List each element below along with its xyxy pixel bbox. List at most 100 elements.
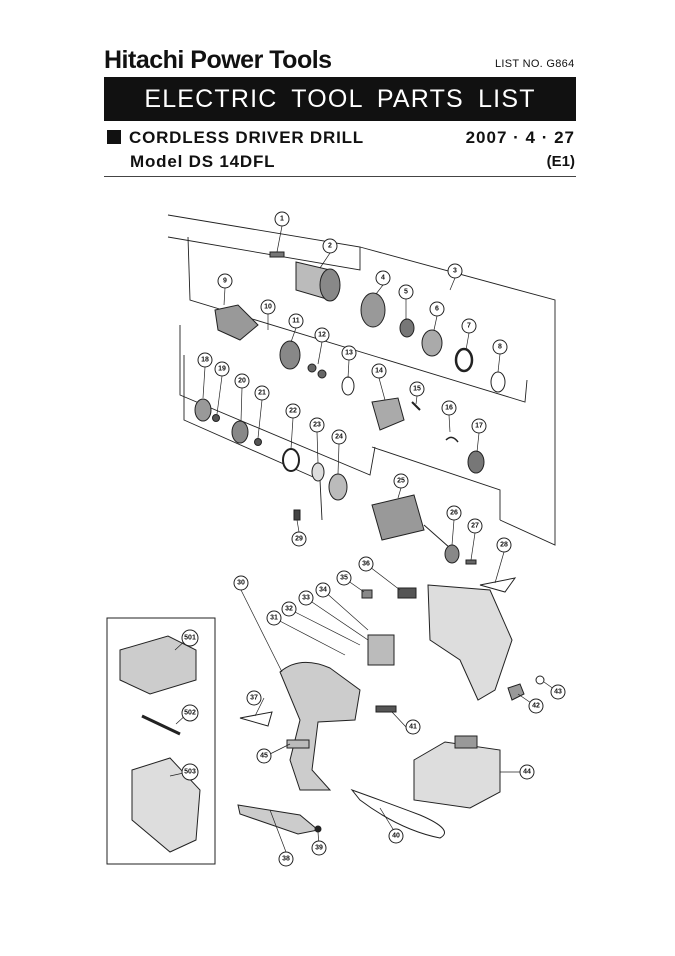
part-planet-19 [212, 414, 220, 422]
callout-15: 15 [409, 381, 425, 397]
svg-text:25: 25 [397, 478, 405, 485]
svg-text:38: 38 [282, 856, 290, 863]
svg-text:8: 8 [498, 344, 502, 351]
issue-date: 2007 · 4 · 27 [465, 128, 575, 147]
svg-text:41: 41 [409, 724, 417, 731]
svg-text:44: 44 [523, 769, 531, 776]
callout-30: 30 [233, 575, 249, 591]
callout-1: 1 [274, 211, 290, 227]
callout-38: 38 [278, 851, 294, 867]
svg-text:31: 31 [270, 615, 278, 622]
svg-text:45: 45 [260, 753, 268, 760]
svg-text:12: 12 [318, 332, 326, 339]
part-washer-8 [490, 371, 506, 393]
part-brushes-41 [375, 705, 397, 713]
callout-bubbles: 1 2 3 4 5 6 7 8 9 10 11 12 13 14 15 16 1… [181, 211, 566, 867]
svg-text:35: 35 [340, 575, 348, 582]
accessories-box [106, 617, 216, 865]
svg-text:502: 502 [184, 710, 196, 717]
part-drawings [194, 251, 545, 839]
callout-31: 31 [266, 610, 282, 626]
part-screw-27 [465, 559, 477, 565]
part-switch [367, 634, 395, 666]
svg-text:2: 2 [328, 243, 332, 250]
callout-44: 44 [519, 764, 535, 780]
callout-9: 9 [217, 273, 233, 289]
part-spring-7 [454, 347, 474, 373]
accessory-bit [141, 714, 181, 736]
svg-text:3: 3 [453, 268, 457, 275]
callout-25: 25 [393, 473, 409, 489]
callout-18: 18 [197, 352, 213, 368]
header-divider [104, 176, 576, 177]
part-ring-4 [360, 292, 386, 328]
callout-503: 503 [181, 763, 199, 781]
part-strap-40 [350, 788, 445, 839]
part-planet-12b [317, 369, 327, 379]
callout-8: 8 [492, 339, 508, 355]
accessory-charger [119, 635, 197, 695]
motor-lead [423, 524, 451, 549]
svg-text:30: 30 [237, 580, 245, 587]
svg-text:10: 10 [264, 304, 272, 311]
svg-text:23: 23 [313, 422, 321, 429]
part-cap-43 [535, 675, 545, 685]
part-motor-25 [371, 494, 425, 541]
callout-37: 37 [246, 690, 262, 706]
part-label-37 [239, 711, 273, 727]
callout-45: 45 [256, 748, 272, 764]
part-gear-20 [231, 420, 249, 444]
battery-terminal [454, 735, 478, 749]
callout-34: 34 [315, 582, 331, 598]
svg-text:21: 21 [258, 390, 266, 397]
callout-2: 2 [322, 238, 338, 254]
part-gear-11 [279, 340, 301, 370]
part-terminal-36 [397, 587, 417, 599]
callout-43: 43 [550, 684, 566, 700]
part-housing-14 [371, 397, 405, 431]
callout-33: 33 [298, 590, 314, 606]
svg-text:28: 28 [500, 542, 508, 549]
callout-39: 39 [311, 840, 327, 856]
callout-19: 19 [214, 361, 230, 377]
callout-24: 24 [331, 429, 347, 445]
frame-middle [179, 325, 376, 476]
callout-11: 11 [288, 313, 304, 329]
svg-text:34: 34 [319, 587, 327, 594]
frame-lower [183, 355, 323, 521]
document-banner: ELECTRIC TOOL PARTS LIST [104, 77, 576, 121]
callout-40: 40 [388, 828, 404, 844]
svg-text:22: 22 [289, 408, 297, 415]
bullet-square-icon [107, 130, 121, 144]
svg-text:29: 29 [295, 536, 303, 543]
part-washer-23 [311, 462, 325, 482]
product-name: CORDLESS DRIVER DRILL [129, 128, 364, 147]
part-ring-17 [467, 450, 485, 474]
svg-text:13: 13 [345, 350, 353, 357]
part-planet-21 [254, 438, 262, 446]
part-housing-right [427, 584, 513, 701]
brand-title: Hitachi Power Tools [104, 46, 332, 74]
part-plate-45 [286, 739, 310, 749]
callout-36: 36 [358, 556, 374, 572]
part-screw-29 [293, 509, 301, 521]
callout-29: 29 [291, 531, 307, 547]
accessory-case [131, 757, 201, 853]
frame-gear-case [187, 236, 528, 403]
svg-text:20: 20 [238, 378, 246, 385]
part-washer-13 [341, 376, 355, 396]
part-housing-set-30 [279, 661, 361, 791]
svg-text:15: 15 [413, 386, 421, 393]
part-gear-18 [194, 398, 212, 422]
callout-35: 35 [336, 570, 352, 586]
svg-text:9: 9 [223, 278, 227, 285]
part-ring-5 [399, 318, 415, 338]
leader-lines [169, 225, 559, 853]
callout-3: 3 [447, 263, 463, 279]
callout-16: 16 [441, 400, 457, 416]
product-title: CORDLESS DRIVER DRILL [107, 128, 364, 148]
callout-501: 501 [181, 629, 199, 647]
callout-12: 12 [314, 327, 330, 343]
callout-5: 5 [398, 284, 414, 300]
svg-text:16: 16 [445, 405, 453, 412]
